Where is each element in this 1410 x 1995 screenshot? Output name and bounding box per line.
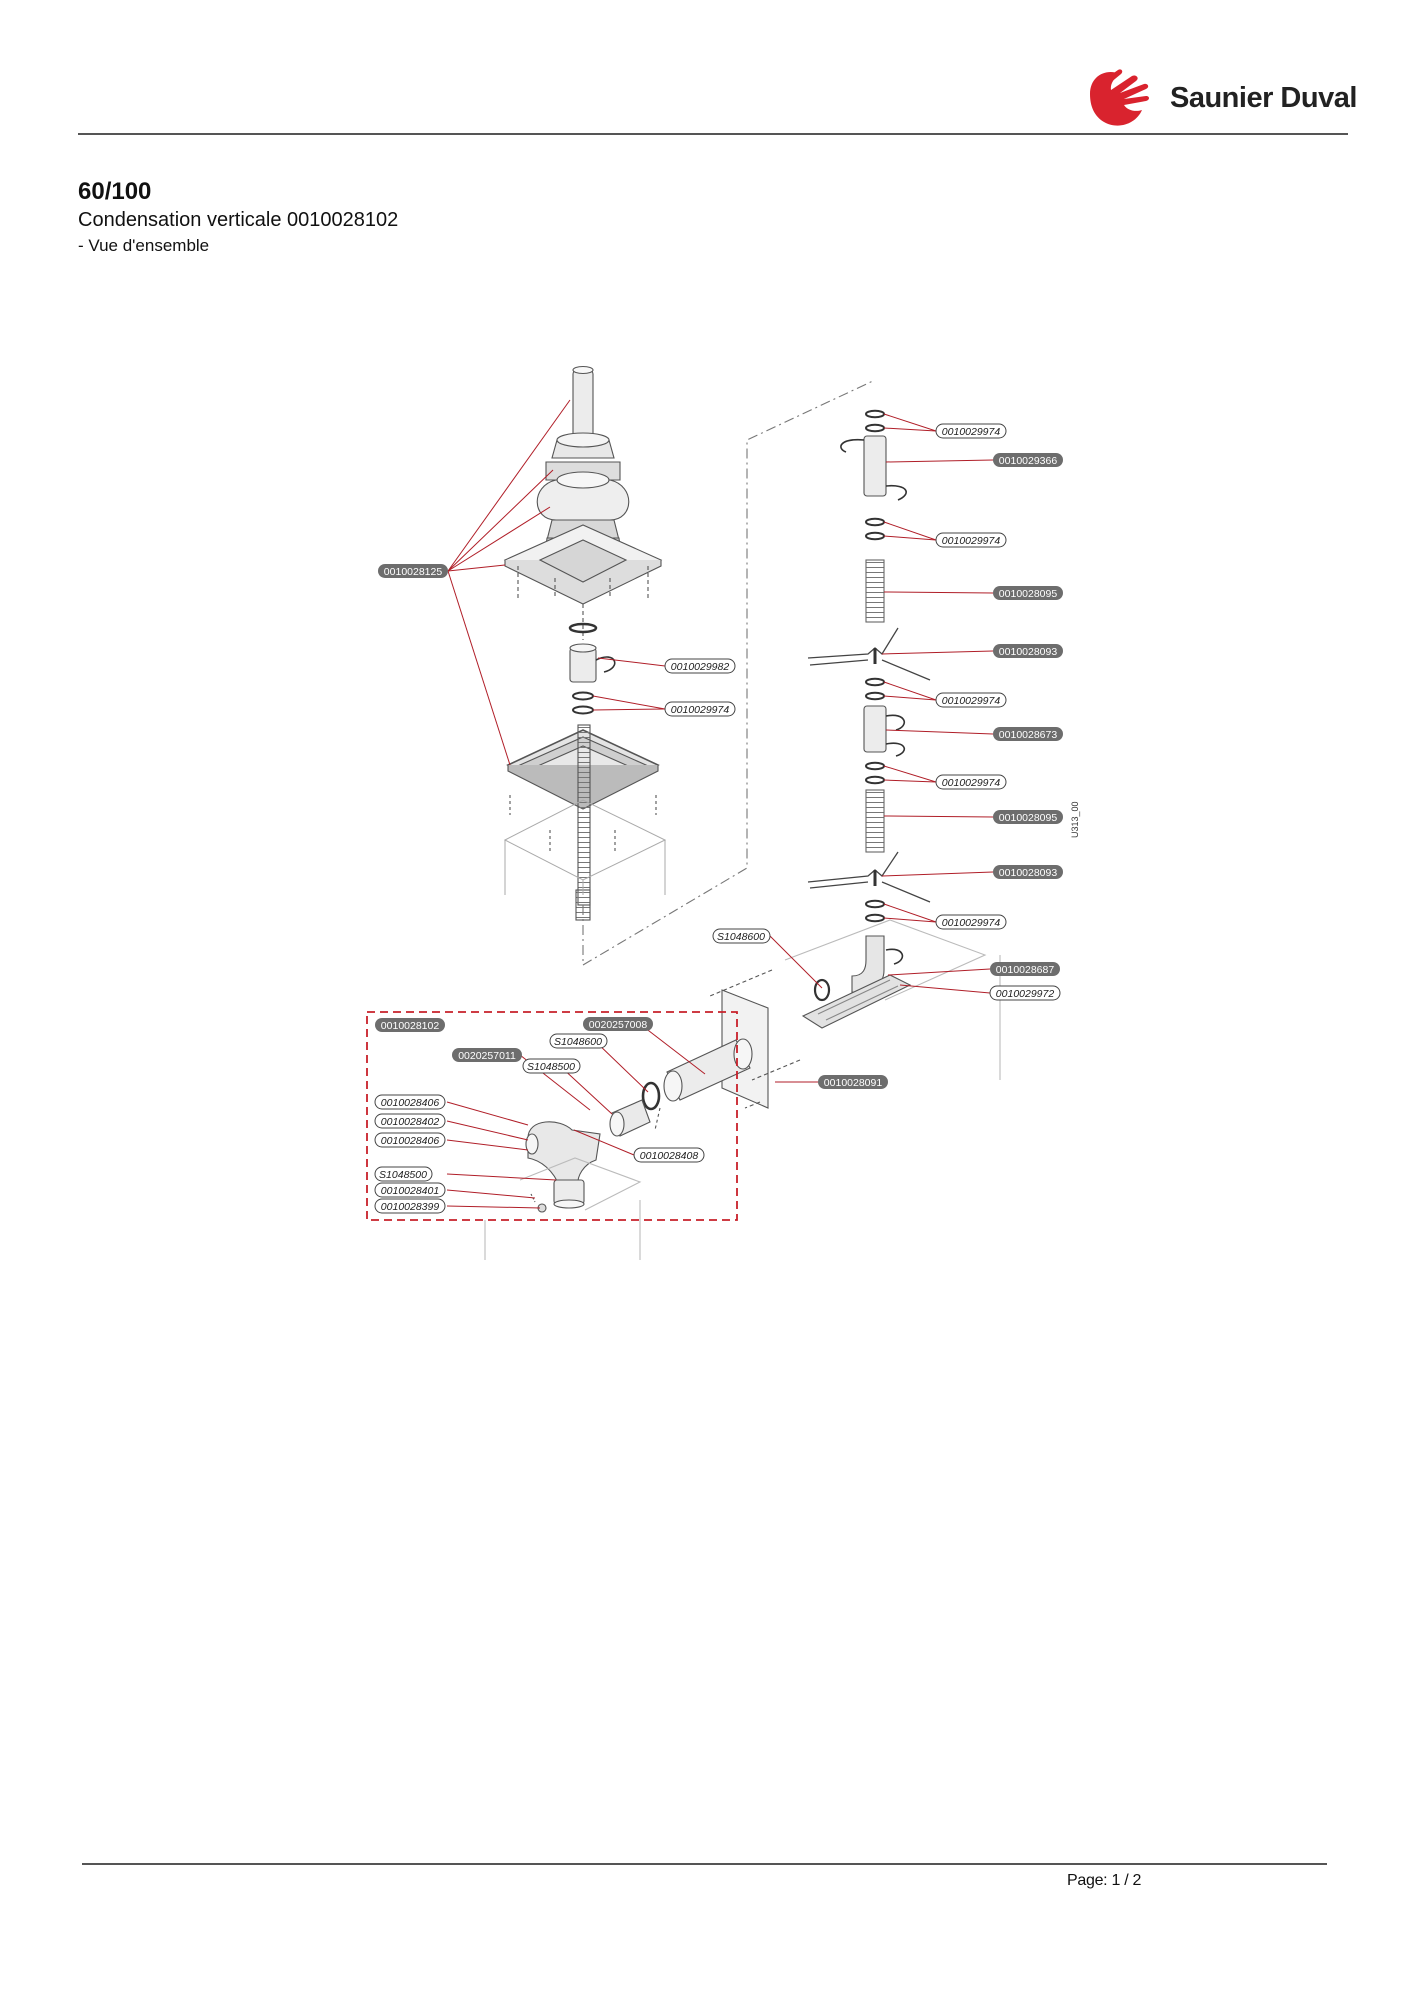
part-label: 0010029982 <box>664 658 736 674</box>
svg-text:S1048600: S1048600 <box>717 931 765 943</box>
part-label: 0010029974 <box>935 774 1007 790</box>
svg-text:0020257011: 0020257011 <box>458 1050 516 1062</box>
svg-text:0010029366: 0010029366 <box>999 455 1058 467</box>
part-label: 0010028406 <box>374 1094 446 1110</box>
svg-text:0010028095: 0010028095 <box>999 588 1058 600</box>
svg-text:0010028406: 0010028406 <box>381 1135 440 1147</box>
roof-terminal-drawing <box>503 365 667 921</box>
page-subtitle: Condensation verticale 0010028102 <box>78 209 399 231</box>
part-label: 0010029974 <box>935 692 1007 708</box>
page-title: 60/100 <box>78 178 152 205</box>
part-label: 0010028093 <box>993 865 1063 879</box>
svg-text:0010029974: 0010029974 <box>942 917 1001 929</box>
svg-text:0010028093: 0010028093 <box>999 646 1058 658</box>
saunier-duval-logo <box>1090 69 1149 126</box>
svg-text:0010028399: 0010028399 <box>381 1201 440 1213</box>
svg-text:0010029974: 0010029974 <box>942 777 1001 789</box>
part-label: 0010029974 <box>935 914 1007 930</box>
svg-text:0010028402: 0010028402 <box>381 1116 440 1128</box>
svg-text:0020257008: 0020257008 <box>589 1019 648 1031</box>
svg-text:0010028408: 0010028408 <box>640 1150 699 1162</box>
svg-text:0010028687: 0010028687 <box>996 964 1055 976</box>
part-label: 0020257011 <box>452 1048 522 1062</box>
part-label: 0010028102 <box>375 1018 445 1032</box>
svg-text:0010028125: 0010028125 <box>384 566 443 578</box>
svg-text:0010029974: 0010029974 <box>671 704 730 716</box>
svg-text:0010028673: 0010028673 <box>999 729 1058 741</box>
part-label: S1048600 <box>712 928 771 944</box>
svg-text:S1048500: S1048500 <box>527 1061 575 1073</box>
part-label: 0010028402 <box>374 1113 446 1129</box>
flow-centerline <box>582 379 876 966</box>
svg-text:0010028095: 0010028095 <box>999 812 1058 824</box>
part-label: 0010029972 <box>989 985 1061 1001</box>
part-label: 0010029974 <box>664 701 736 717</box>
svg-text:0010028406: 0010028406 <box>381 1097 440 1109</box>
svg-text:S1048500: S1048500 <box>379 1169 427 1181</box>
part-label: S1048600 <box>549 1033 608 1049</box>
part-label: 0010028125 <box>378 564 448 578</box>
drawing-reference: U313_00 <box>1070 801 1080 838</box>
part-label: 0010029974 <box>935 532 1007 548</box>
svg-text:0010028091: 0010028091 <box>824 1077 883 1089</box>
part-label: 0010028399 <box>374 1198 446 1214</box>
footer-divider <box>82 1863 1327 1865</box>
svg-text:0010029974: 0010029974 <box>942 695 1001 707</box>
brand-hands-icon <box>1090 69 1149 126</box>
part-label: 0010029366 <box>993 453 1063 467</box>
part-label: 0010028095 <box>993 810 1063 824</box>
svg-text:0010028102: 0010028102 <box>381 1020 440 1032</box>
part-label: 0010028091 <box>818 1075 888 1089</box>
part-label: 0010028406 <box>374 1132 446 1148</box>
kit-boundary <box>366 1011 738 1221</box>
page-note: - Vue d'ensemble <box>78 236 210 255</box>
part-label: 0010028095 <box>993 586 1063 600</box>
svg-text:0010029982: 0010029982 <box>671 661 730 673</box>
part-label: 0010028401 <box>374 1182 446 1198</box>
part-label: 0020257008 <box>583 1017 653 1031</box>
header-divider <box>78 133 1348 135</box>
brand-name: Saunier Duval <box>1170 82 1357 114</box>
part-label: 0010028093 <box>993 644 1063 658</box>
part-label: 0010028408 <box>633 1147 705 1163</box>
svg-text:S1048600: S1048600 <box>554 1036 602 1048</box>
part-label: S1048500 <box>374 1166 433 1182</box>
svg-text:0010029974: 0010029974 <box>942 426 1001 438</box>
page-indicator: Page: 1 / 2 <box>1067 1872 1142 1889</box>
part-label: 0010028687 <box>990 962 1060 976</box>
part-label: S1048500 <box>522 1058 581 1074</box>
leader-lines <box>446 399 994 1209</box>
svg-text:0010029972: 0010029972 <box>996 988 1055 1000</box>
part-label: 0010029974 <box>935 423 1007 439</box>
horizontal-kit-drawing <box>484 969 801 1260</box>
svg-text:0010028093: 0010028093 <box>999 867 1058 879</box>
svg-text:0010028401: 0010028401 <box>381 1185 439 1197</box>
svg-text:0010029974: 0010029974 <box>942 535 1001 547</box>
part-label: 0010028673 <box>993 727 1063 741</box>
part-labels: 0010028125 0010029982 0010029974 0010029… <box>374 423 1063 1214</box>
vertical-flue-drawing <box>784 409 1001 1080</box>
